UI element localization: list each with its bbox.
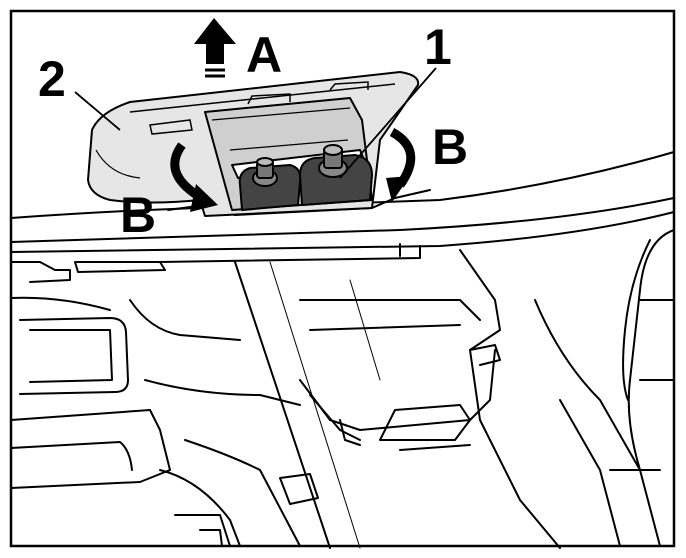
arrow-a-icon: [194, 18, 236, 78]
leader-lines: [74, 67, 437, 179]
label-direction-a: A: [246, 27, 282, 83]
label-item-2: 2: [38, 51, 66, 107]
leader-line-1: [339, 67, 437, 179]
arrow-b-right-icon: [386, 128, 416, 202]
arrow-b-left-icon: [170, 142, 218, 212]
bulb-holder-right: [299, 154, 373, 206]
line-artwork: [10, 151, 675, 549]
bulb-holders: [238, 144, 373, 211]
leader-line-2: [74, 91, 121, 131]
label-direction-b-left: B: [120, 187, 156, 243]
label-item-1: 1: [424, 19, 452, 75]
label-direction-b-right: B: [432, 119, 468, 175]
